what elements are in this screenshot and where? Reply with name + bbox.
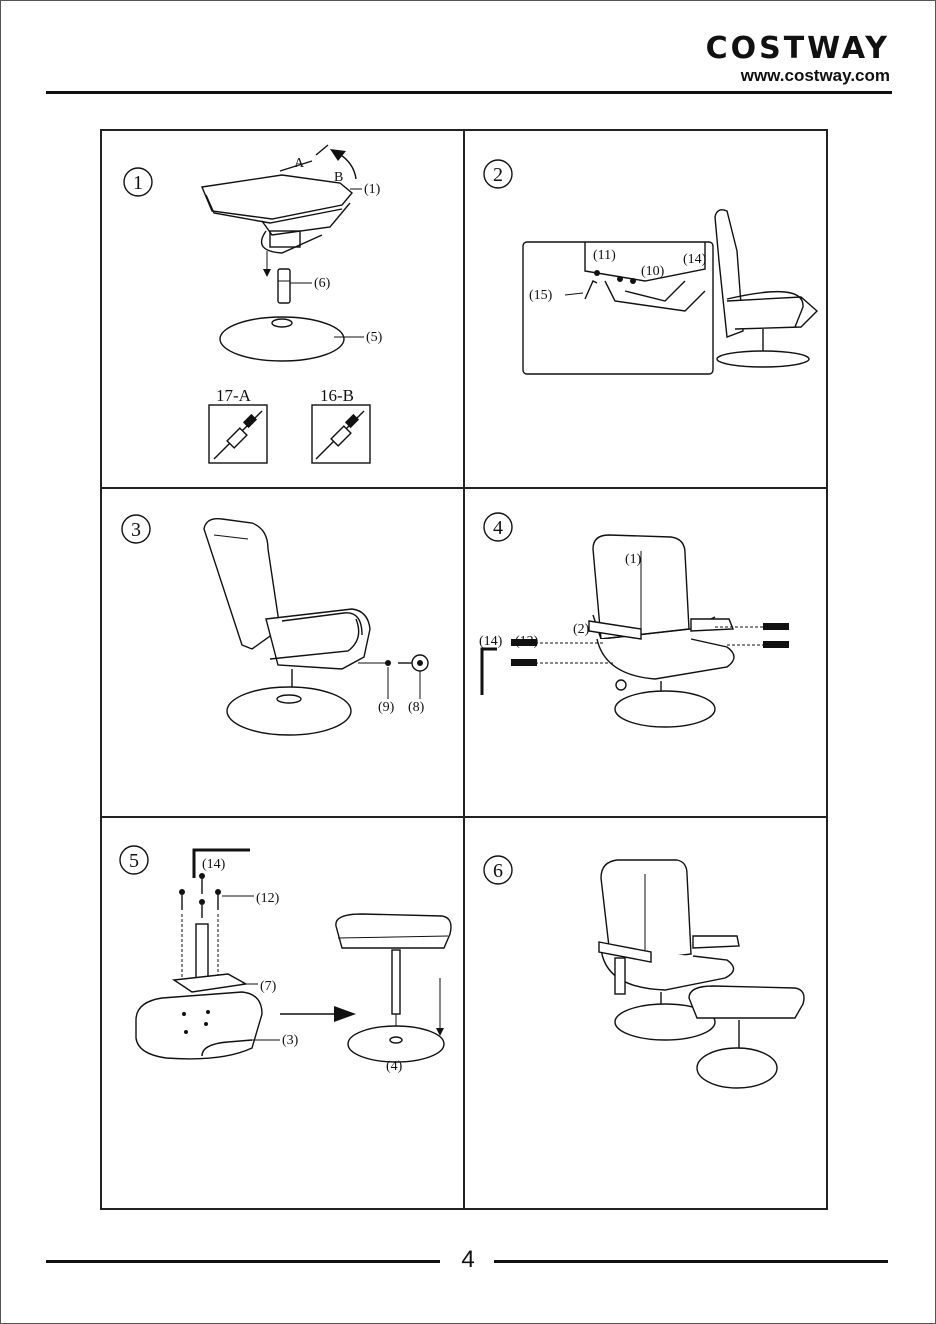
brand-name: COSTWAY xyxy=(706,34,890,64)
step-3-number: 3 xyxy=(131,519,141,541)
step-4-panel: 4 (1) (2) (14) (13) xyxy=(465,489,828,816)
connector-17a-icon xyxy=(214,411,262,459)
step-5-illustration: 5 (14) (12) (7) ( xyxy=(102,818,463,1209)
step-4-illustration: 4 (1) (2) (14) (13) xyxy=(465,489,828,816)
ottoman-tube xyxy=(196,924,208,980)
label-part-10: (10) xyxy=(641,264,665,279)
step-2-number: 2 xyxy=(493,164,503,186)
brand-url: www.costway.com xyxy=(706,66,890,86)
step-2-panel: 2 (11) (10) (14) (15) xyxy=(465,131,828,487)
connector-16b-icon xyxy=(316,411,364,459)
round-base-part-5 xyxy=(220,317,344,361)
label-part-8: (8) xyxy=(408,700,425,715)
recliner-chair-back-view xyxy=(204,519,370,735)
recliner-chair-front-view xyxy=(589,535,734,727)
knob-part-8 xyxy=(398,655,428,671)
label-part-4: (4) xyxy=(386,1059,403,1074)
footer-rule-right xyxy=(494,1260,888,1263)
arrow-head-icon xyxy=(330,149,346,161)
step-4-number-badge: 4 xyxy=(484,513,512,541)
label-connector-16b: 16-B xyxy=(320,386,354,405)
label-a: A xyxy=(294,156,305,171)
step-6-panel: 6 xyxy=(465,818,828,1209)
label-part-1: (1) xyxy=(625,552,642,567)
footer-rule-left xyxy=(46,1260,440,1263)
gas-cylinder-part-6 xyxy=(278,269,290,303)
step-5-number-badge: 5 xyxy=(120,846,148,874)
step-5-panel: 5 (14) (12) (7) ( xyxy=(102,818,463,1209)
label-part-6: (6) xyxy=(314,276,331,291)
label-part-3: (3) xyxy=(282,1033,299,1048)
ottoman-cushion-part-3 xyxy=(136,992,262,1059)
label-part-14: (14) xyxy=(479,634,503,649)
label-part-13: (13) xyxy=(515,634,539,649)
washer-part-9 xyxy=(385,660,391,666)
label-part-12: (12) xyxy=(256,891,280,906)
step-2-number-badge: 2 xyxy=(484,160,512,188)
allen-key-part-14 xyxy=(482,649,497,695)
step-6-illustration: 6 xyxy=(465,818,828,1209)
step-1-illustration: 1 A B (1) (6) (5) 17-A xyxy=(102,131,463,487)
step-1-panel: 1 A B (1) (6) (5) 17-A xyxy=(102,131,463,487)
label-connector-17a: 17-A xyxy=(216,386,252,405)
step-2-illustration: 2 (11) (10) (14) (15) xyxy=(465,131,828,487)
label-part-7: (7) xyxy=(260,979,277,994)
step-3-illustration: 3 (9) (8) xyxy=(102,489,463,816)
label-part-5: (5) xyxy=(366,330,383,345)
step-3-number-badge: 3 xyxy=(122,515,150,543)
step-6-number-badge: 6 xyxy=(484,856,512,884)
assembled-ottoman xyxy=(689,986,804,1088)
recliner-chair-side-view xyxy=(715,210,817,367)
ottoman-base-part-4 xyxy=(348,1026,444,1062)
brand-logo: COSTWAY www.costway.com xyxy=(706,34,890,86)
down-arrow-icon xyxy=(263,269,271,277)
label-b: B xyxy=(334,170,343,185)
step-1-number-badge: 1 xyxy=(124,168,152,196)
label-part-14: (14) xyxy=(202,857,226,872)
mounting-plate-part-7 xyxy=(174,974,246,992)
header-rule xyxy=(46,91,892,94)
label-part-2: (2) xyxy=(573,622,590,637)
right-arrow-icon xyxy=(334,1006,356,1022)
step-5-number: 5 xyxy=(129,850,139,872)
step-4-number: 4 xyxy=(493,517,503,539)
label-part-11: (11) xyxy=(593,248,616,263)
page-number: 4 xyxy=(448,1246,488,1274)
label-part-9: (9) xyxy=(378,700,395,715)
chair-seat-upside-down xyxy=(202,145,352,253)
step-6-number: 6 xyxy=(493,860,503,882)
label-part-14: (14) xyxy=(683,252,707,267)
label-part-1: (1) xyxy=(364,182,381,197)
assembled-ottoman xyxy=(336,914,451,1062)
step-1-number: 1 xyxy=(133,172,143,194)
step-3-panel: 3 (9) (8) xyxy=(102,489,463,816)
label-part-15: (15) xyxy=(529,288,553,303)
